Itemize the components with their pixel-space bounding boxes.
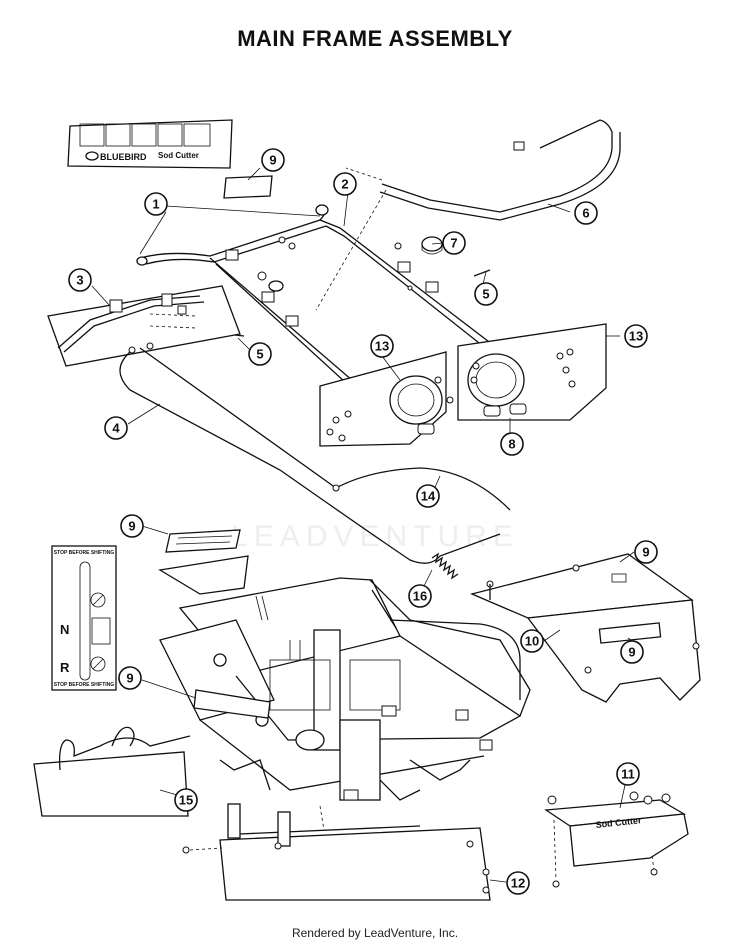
callout: 16 (408, 584, 432, 608)
callout-label: 5 (482, 287, 489, 302)
callout: 5 (248, 342, 272, 366)
decal-model: Sod Cutter (158, 151, 199, 160)
callout-label: 13 (629, 329, 643, 344)
callout-label: 15 (179, 793, 193, 808)
callout-label: 9 (628, 645, 635, 660)
callout-label: 16 (413, 589, 427, 604)
bracket-13-left (319, 351, 454, 447)
callout-label: 1 (152, 197, 159, 212)
callout: 13 (624, 324, 648, 348)
callout-label: 9 (269, 153, 276, 168)
callout: 9 (118, 666, 142, 690)
spring-16 (431, 552, 459, 580)
callout: 8 (500, 432, 524, 456)
dashboard-decal: BLUEBIRD Sod Cutter (67, 119, 233, 169)
callout: 10 (520, 629, 544, 653)
callout-label: 4 (112, 421, 120, 436)
bracket-11: Sod Cutter (544, 791, 689, 888)
shift-n: N (60, 622, 69, 637)
callout: 15 (174, 788, 198, 812)
callout: 7 (442, 231, 466, 255)
callout: 6 (574, 201, 598, 225)
callout-label: 9 (126, 671, 133, 686)
callout: 9 (620, 640, 644, 664)
callout-label: 7 (450, 236, 457, 251)
callout: 13 (370, 334, 394, 358)
bracket-13-right (457, 323, 607, 421)
shift-decal-footer: STOP BEFORE SHIFTING (54, 682, 114, 688)
decal-9-chassis (193, 689, 271, 719)
shift-r: R (60, 660, 70, 675)
callout-label: 2 (341, 177, 348, 192)
callout: 4 (104, 416, 128, 440)
shift-decal: STOP BEFORE SHIFTING N R STOP BEFORE SHI… (51, 545, 117, 691)
callout-label: 10 (525, 634, 539, 649)
cover-plate-10 (469, 553, 701, 703)
callout: 9 (261, 148, 285, 172)
callout-label: 13 (375, 339, 389, 354)
decal-9-shift (165, 529, 241, 553)
page-title: MAIN FRAME ASSEMBLY (237, 26, 513, 51)
callout-label: 14 (421, 489, 436, 504)
callout-label: 3 (76, 273, 83, 288)
chassis-frame (158, 555, 531, 801)
callout: 11 (616, 762, 640, 786)
callout-label: 6 (582, 206, 589, 221)
callout: 5 (474, 282, 498, 306)
shift-decal-header: STOP BEFORE SHIFTING (54, 550, 114, 556)
cable-4 (119, 351, 501, 564)
callout-label: 8 (508, 437, 515, 452)
callout-label: 9 (128, 519, 135, 534)
callout: 12 (506, 871, 530, 895)
callout-label: 9 (642, 545, 649, 560)
callout: 9 (120, 514, 144, 538)
decal-brand: BLUEBIRD (100, 152, 147, 162)
cable-14 (139, 347, 511, 511)
leader-lines (91, 167, 635, 883)
callout: 9 (634, 540, 658, 564)
decal-11-text: Sod Cutter (595, 815, 642, 830)
plate-15 (33, 726, 191, 817)
footer-credit: Rendered by LeadVenture, Inc. (291, 926, 459, 940)
callout: 2 (333, 172, 357, 196)
callout-label: 11 (621, 767, 635, 782)
decal-9-top (223, 175, 273, 199)
callout-label: 5 (256, 347, 263, 362)
callout: 1 (144, 192, 168, 216)
panel-12 (182, 803, 491, 901)
callout: 3 (68, 268, 92, 292)
lever-panel-3 (47, 285, 241, 367)
callout-label: 12 (511, 876, 525, 891)
callout: 14 (416, 484, 440, 508)
bail-bar-6 (379, 119, 621, 221)
